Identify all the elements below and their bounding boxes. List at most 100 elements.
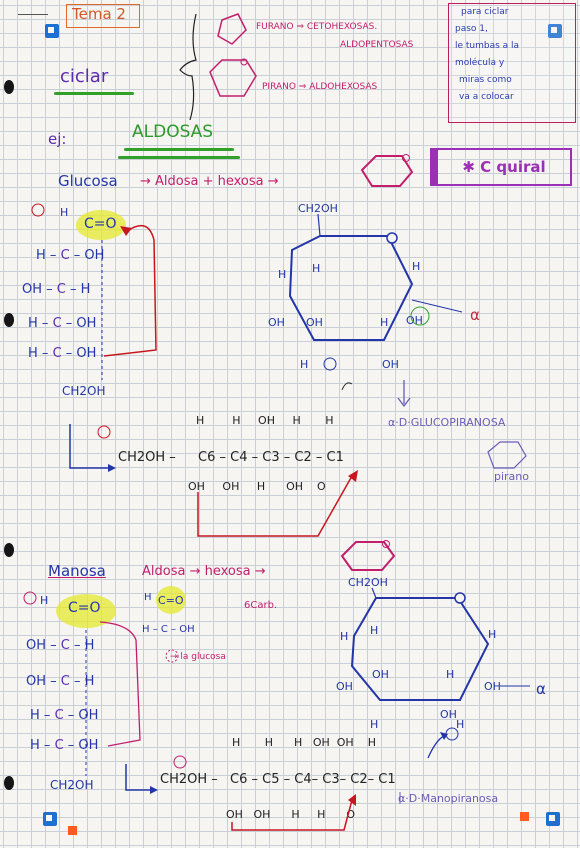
- linear-top-labels: H H H OH OH H: [232, 736, 376, 749]
- fischer-carbonyl: C=O: [84, 216, 117, 232]
- fischer-ch2oh: CH2OH: [50, 778, 94, 792]
- top-rule: [18, 14, 48, 15]
- linear-top-label: H: [232, 414, 241, 427]
- fischer-carbon: C: [60, 674, 70, 689]
- linear-atom: C5: [262, 772, 280, 787]
- linear-atom: C2: [350, 772, 368, 787]
- glucosa-note: → la glucosa: [170, 652, 226, 662]
- ring-label: H: [312, 262, 321, 275]
- binder-hole: [4, 313, 14, 327]
- linear-top-labels: H H OH H H: [196, 414, 334, 427]
- linear-top-label: OH: [336, 736, 354, 749]
- brace-icon: [179, 13, 197, 121]
- fischer-carbon: C: [60, 248, 70, 263]
- arrow-head: [108, 464, 116, 472]
- ring-label: H: [370, 718, 379, 731]
- linear-bottom-label: H: [317, 808, 326, 821]
- linear-atom: C1: [326, 450, 344, 465]
- aldosas-underline: [124, 148, 234, 151]
- down-arrow-icon: [397, 380, 411, 408]
- linear-chain: C6 – C4 – C3 – C2 – C1: [198, 450, 344, 465]
- ring-label: H: [380, 316, 389, 329]
- note-line: molécula y: [455, 58, 505, 68]
- mini-row: H – C – OH: [142, 624, 195, 635]
- alpha-symbol: α: [470, 306, 480, 324]
- fischer-right: – H: [74, 674, 95, 689]
- carbonyl-highlight: [76, 210, 126, 240]
- linear-bottom-label: OH: [222, 480, 240, 493]
- fischer-carbon: C: [56, 282, 66, 297]
- linear-top-label: OH: [312, 736, 330, 749]
- step-marker: [173, 755, 187, 769]
- fischer-carbon: C: [54, 738, 64, 753]
- corner-marker-icon: [546, 812, 560, 826]
- linear-top-label: H: [196, 414, 205, 427]
- step-marker: [23, 591, 37, 605]
- glucosa-heading: Glucosa: [58, 172, 118, 190]
- curved-arrow: [427, 735, 445, 759]
- linear-bottom-label: O: [346, 808, 356, 821]
- pirano-rule: PIRANO ⇒ ALDOHEXOSAS: [262, 82, 378, 92]
- linear-atom: C6: [198, 450, 216, 465]
- note-line: va a colocar: [459, 92, 514, 102]
- ciclar-heading: ciclar: [60, 66, 109, 87]
- linear-bottom-label: OH: [253, 808, 271, 821]
- ring-label: H: [488, 628, 497, 641]
- step-marker: [165, 649, 179, 663]
- six-carb-label: 6Carb.: [244, 600, 278, 611]
- fischer-right: – OH: [67, 738, 99, 753]
- ring-label: OH: [336, 680, 353, 693]
- linear-bottom-label: H: [291, 808, 300, 821]
- step-marker: [323, 357, 337, 371]
- furano-pentagon-icon: [217, 13, 247, 45]
- arrow-head: [348, 794, 356, 806]
- arrow-head: [348, 470, 358, 482]
- fischer-h-top: H: [40, 594, 49, 607]
- linear-bottom-label: H: [256, 480, 266, 493]
- ring-label: H: [300, 358, 309, 371]
- note-box: para ciclar paso 1, le tumbas a la moléc…: [448, 3, 576, 123]
- binder-hole: [4, 776, 14, 790]
- fischer-left: H –: [30, 738, 51, 753]
- fischer-left: H –: [36, 248, 57, 263]
- pirano-oxygen: [240, 58, 248, 66]
- glucosa-chain-text: → Aldosa + hexosa →: [140, 174, 279, 189]
- fischer-carbonyl: C=O: [68, 600, 101, 616]
- chiral-carbon-box: ✱ C quiral: [430, 148, 572, 186]
- carbonyl-highlight: [156, 586, 186, 614]
- binder-hole: [4, 543, 14, 557]
- linear-bottom-labels: OH OH H OH O: [188, 480, 326, 493]
- manosa-heading: Manosa: [48, 562, 106, 580]
- ring-label: H: [456, 718, 465, 731]
- fischer-carbon: C: [52, 346, 62, 361]
- mini-carbonyl: C=O: [158, 594, 184, 607]
- ring-label: OH: [372, 668, 389, 681]
- linear-top-label: H: [292, 414, 301, 427]
- ring-label: H: [446, 668, 455, 681]
- cyclization-arrow: [99, 621, 141, 747]
- fischer-ch2oh: CH2OH: [62, 384, 106, 398]
- fischer-row-4: H – C – OH: [30, 738, 98, 753]
- ring-oxygen: [454, 592, 466, 604]
- mini-h: H: [144, 592, 152, 603]
- note-line: miras como: [459, 75, 512, 85]
- ciclar-underline: [54, 92, 134, 95]
- fischer-row-2: OH – C – H: [26, 674, 94, 689]
- fischer-row-3: H – C – OH: [30, 708, 98, 723]
- ring-label: H: [340, 630, 349, 643]
- fischer-right: – H: [70, 282, 91, 297]
- furano-rule: FURANO ⇒ CETOHEXOSAS.: [256, 22, 378, 32]
- ring-label: OH: [440, 708, 457, 721]
- fischer-right: – OH: [65, 316, 97, 331]
- aldosas-underline-2: [118, 156, 240, 159]
- linear-atom: C2: [294, 450, 312, 465]
- pirano-label: pirano: [494, 470, 530, 483]
- fischer-left: H –: [30, 708, 51, 723]
- reclose-arrow: [197, 475, 353, 537]
- aldosas-heading: ALDOSAS: [132, 122, 214, 142]
- linear-top-label: H: [294, 736, 303, 749]
- step-marker: [97, 425, 111, 439]
- corner-square: [68, 826, 77, 835]
